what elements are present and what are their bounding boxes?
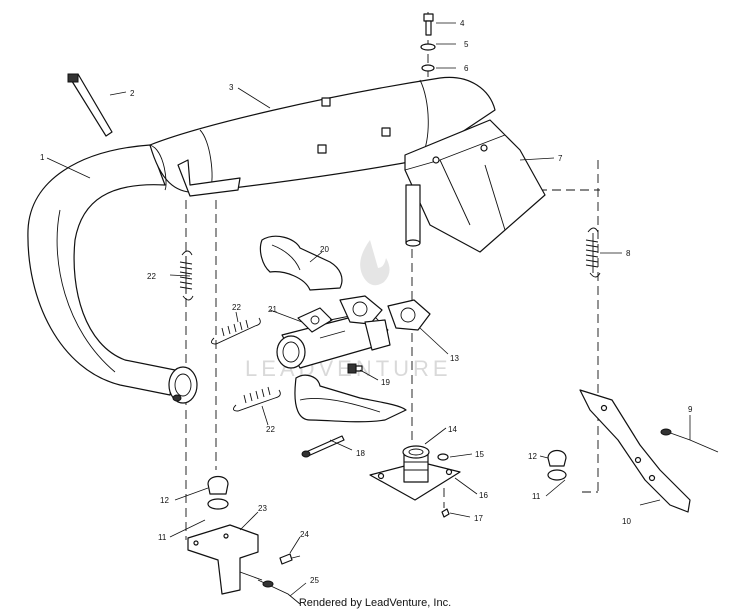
callout-15: 15 <box>475 450 484 459</box>
small-bolt <box>347 363 363 374</box>
long-bolt <box>301 435 345 458</box>
grommet-mount <box>369 445 461 518</box>
head-pipe <box>27 144 198 404</box>
callout-5: 5 <box>464 40 469 49</box>
right-bracket <box>579 389 691 513</box>
callout-7: 7 <box>558 154 563 163</box>
callout-10: 10 <box>622 517 631 526</box>
callout-21: 21 <box>268 305 277 314</box>
callout-17: 17 <box>474 514 483 523</box>
callout-25: 25 <box>310 576 319 585</box>
watermark: LEADVENTURE <box>245 240 448 381</box>
callout-22-middle: 22 <box>232 303 241 312</box>
footer-credit: Rendered by LeadVenture, Inc. <box>298 597 452 609</box>
rubber-mounts <box>207 449 567 510</box>
left-bracket <box>187 524 263 595</box>
callout-18: 18 <box>356 449 365 458</box>
callout-9: 9 <box>688 405 693 414</box>
leader-lines <box>46 22 691 597</box>
sensor-cables <box>257 428 719 605</box>
callout-8: 8 <box>626 249 631 258</box>
callout-6: 6 <box>464 64 469 73</box>
callout-14: 14 <box>448 425 457 434</box>
outlet-shield <box>404 119 546 253</box>
callout-22-lower: 22 <box>266 425 275 434</box>
bolt-washer-stack <box>420 13 436 72</box>
callout-2: 2 <box>130 89 135 98</box>
callout-11-right: 11 <box>532 492 541 501</box>
cable-tie <box>67 73 113 137</box>
callout-16: 16 <box>479 491 488 500</box>
callout-11-left: 11 <box>158 533 167 542</box>
callout-labels: 2 1 3 4 5 6 7 8 9 10 11 12 11 12 23 24 2… <box>40 19 693 585</box>
callout-23: 23 <box>258 504 267 513</box>
callout-3: 3 <box>229 83 234 92</box>
callout-20: 20 <box>320 245 329 254</box>
callout-13: 13 <box>450 354 459 363</box>
callout-19: 19 <box>381 378 390 387</box>
upper-shield <box>259 235 343 291</box>
callout-1: 1 <box>40 153 45 162</box>
callout-4: 4 <box>460 19 465 28</box>
callout-12-left: 12 <box>160 496 169 505</box>
callout-24: 24 <box>300 530 309 539</box>
exhaust-pipe-section <box>276 307 389 369</box>
springs <box>179 227 601 412</box>
callout-12-right: 12 <box>528 452 537 461</box>
gaskets <box>339 295 431 351</box>
callout-22-upper: 22 <box>147 272 156 281</box>
lower-shield <box>294 374 407 423</box>
